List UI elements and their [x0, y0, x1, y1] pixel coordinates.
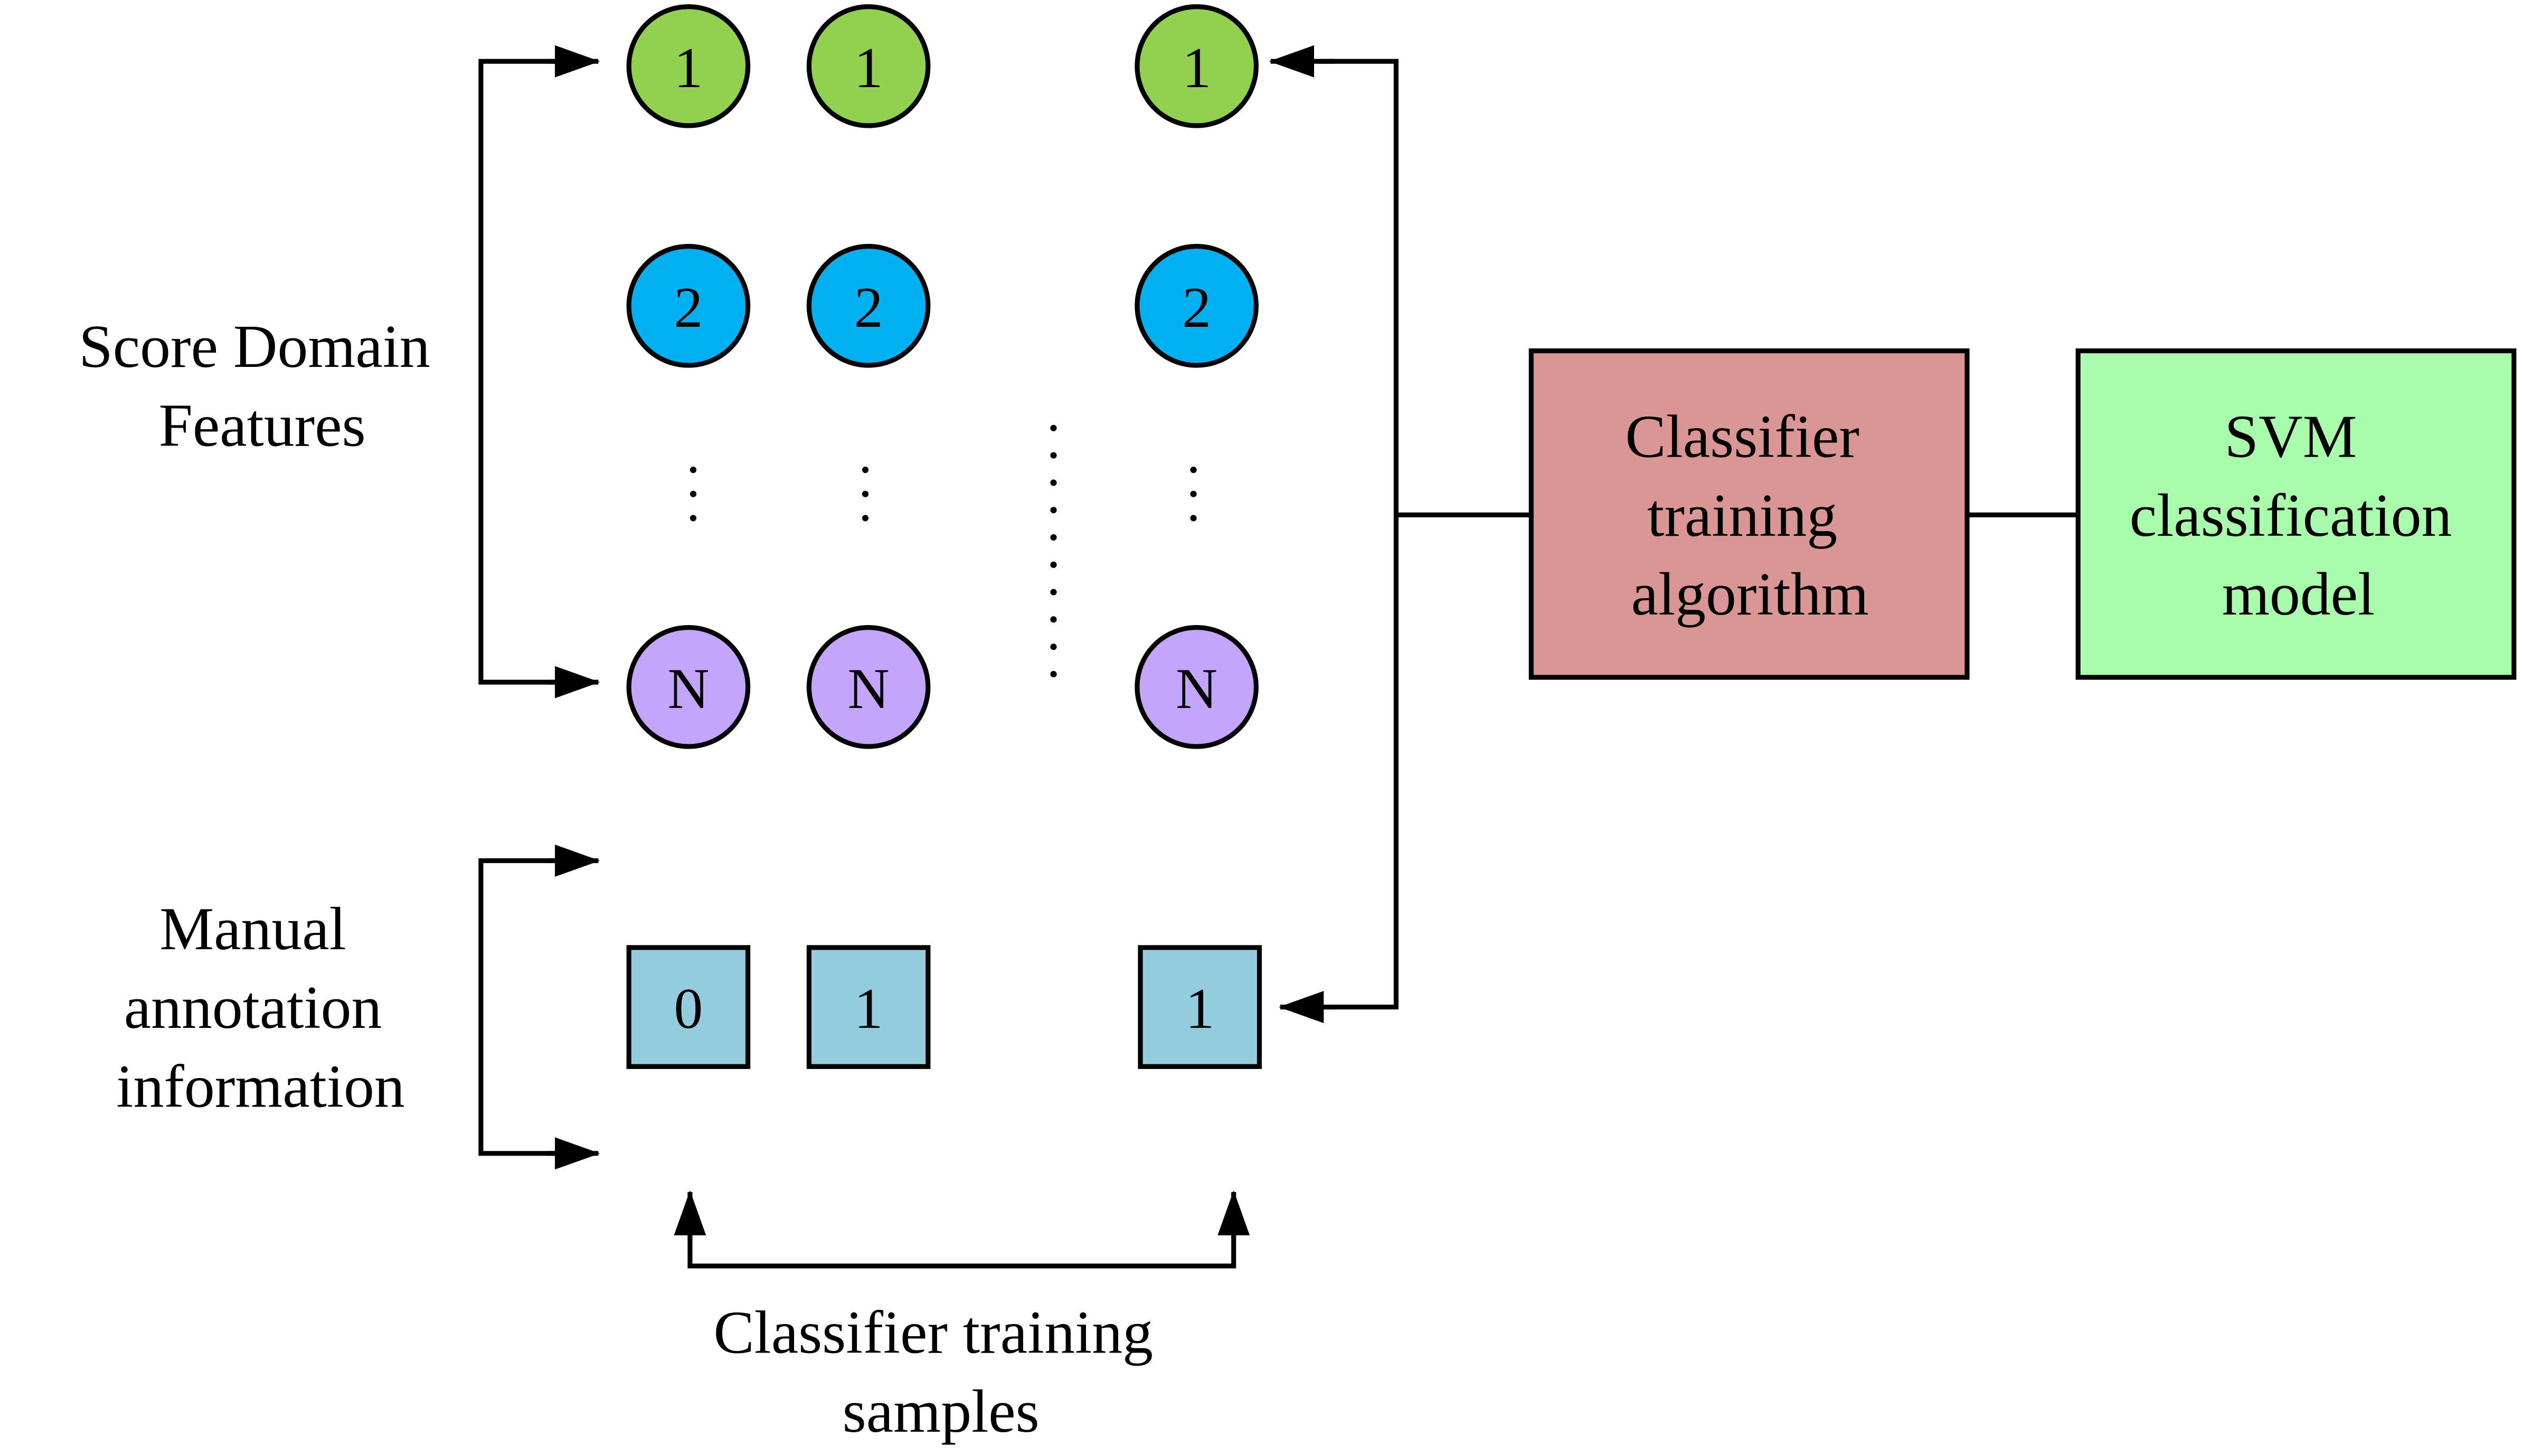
feature-1-node-label: 1: [1182, 35, 1211, 100]
annotation-box: [806, 945, 931, 1069]
training-algorithm-box: Classifier training algorithm: [1528, 348, 1970, 680]
feature-1-node: [806, 4, 931, 128]
samples-bracket: [674, 1190, 1250, 1269]
score-features-bracket: [478, 45, 600, 698]
feature-2-node-label: 2: [674, 275, 703, 339]
feature-1-node: [1135, 4, 1259, 128]
feature-n-node: [806, 625, 931, 749]
manual-annotation-label: Manual annotation information: [116, 895, 404, 1121]
score-domain-label: Score Domain Features: [79, 313, 445, 459]
feature-2-node: [806, 243, 931, 368]
feature-n-node: [1135, 625, 1259, 749]
collector-bracket: [1269, 45, 2079, 1024]
feature-1-node-label: 1: [854, 35, 883, 100]
training-samples-label: Classifier training samples: [713, 1299, 1168, 1445]
annotation-value: 1: [854, 976, 883, 1041]
annotation-box: [1138, 945, 1262, 1069]
feature-1-node: [626, 4, 751, 128]
feature-n-node-label: N: [848, 656, 890, 721]
feature-1-node-label: 1: [674, 35, 703, 100]
feature-n-node-label: N: [1176, 656, 1217, 721]
feature-nodes: 1 2N 1 2N 1 2N 0 1 1: [626, 4, 1262, 1069]
annotation-bracket: [478, 844, 600, 1170]
feature-n-node: [626, 625, 751, 749]
feature-2-node-label: 2: [1182, 275, 1211, 339]
annotation-box: [626, 945, 751, 1069]
annotation-value: 1: [1185, 976, 1214, 1041]
feature-2-node-label: 2: [854, 275, 883, 339]
feature-n-node-label: N: [667, 656, 709, 721]
ellipsis-dots: [689, 424, 1197, 678]
annotation-value: 0: [674, 976, 703, 1041]
svm-model-box: SVM classification model: [2075, 348, 2517, 680]
svm-model-text: SVM classification model: [2130, 403, 2468, 629]
feature-2-node: [1135, 243, 1259, 368]
feature-2-node: [626, 243, 751, 368]
training-algorithm-text: Classifier training algorithm: [1625, 403, 1875, 629]
